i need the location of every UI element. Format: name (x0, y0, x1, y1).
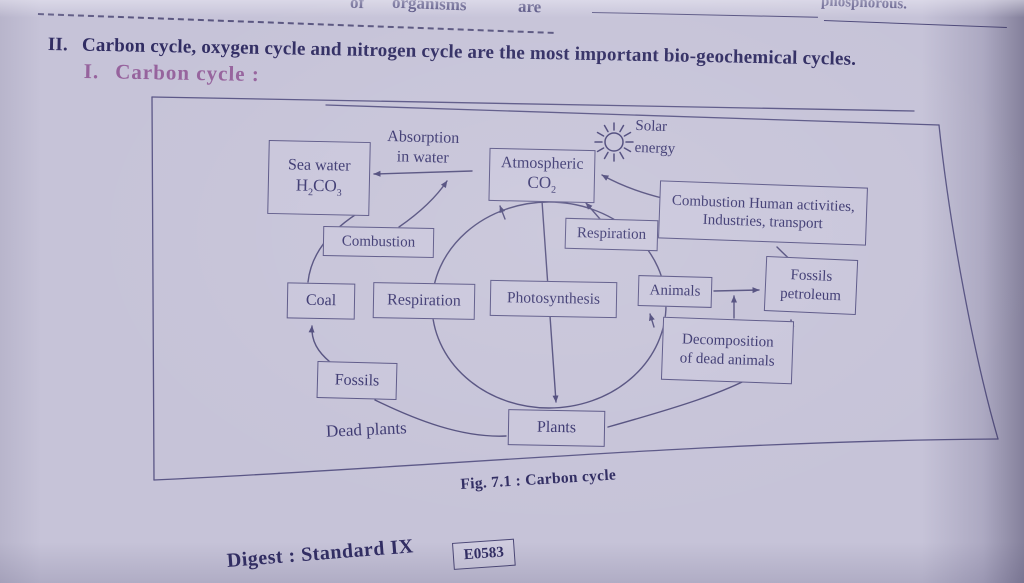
node-photosynthesis: Photosynthesis (489, 279, 618, 319)
node-coal: Coal (286, 282, 356, 320)
label-dead-plants: Dead plants (325, 418, 408, 441)
respiration-to-co2-arrow (585, 202, 601, 220)
node-decomposition: Decomposition of dead animals (660, 316, 795, 385)
node-plants: Plants (507, 409, 606, 447)
cycle-arrow-to-animals (649, 313, 655, 328)
atmospheric-label: Atmospheric (500, 154, 584, 173)
node-fossils: Fossils (316, 360, 398, 401)
animals-to-fossils-arrow (713, 287, 760, 294)
node-sea-water: Sea water H2CO3 (267, 139, 371, 217)
combustion-to-atmosphere-arrow (398, 180, 448, 228)
label-absorption: Absorption in water (387, 128, 460, 167)
node-atmospheric-co2: Atmospheric CO2 (488, 147, 596, 204)
figure-border (151, 96, 999, 481)
combustion-human-to-co2-arrow (601, 174, 663, 199)
node-combustion-human: Combustion Human activities, Industries,… (658, 180, 868, 246)
node-respiration-right: Respiration (564, 217, 659, 252)
atmospheric-formula: CO2 (527, 173, 557, 197)
node-animals: Animals (637, 275, 713, 308)
sun-icon (594, 122, 634, 162)
plants-to-deadplants-curve (374, 399, 507, 437)
node-respiration-left: Respiration (372, 282, 476, 320)
fossils-to-coal-arrow (308, 325, 331, 363)
footer-code-badge: E0583 (452, 538, 516, 570)
label-solar-energy: Solar energy (634, 117, 676, 158)
cycle-arrow-left-up (499, 205, 506, 220)
absorption-arrow (373, 170, 473, 177)
node-combustion-left: Combustion (322, 226, 435, 258)
sea-water-formula: H2CO3 (295, 175, 342, 199)
node-fossils-petroleum: Fossils petroleum (763, 256, 859, 315)
sea-water-label: Sea water (287, 156, 351, 176)
